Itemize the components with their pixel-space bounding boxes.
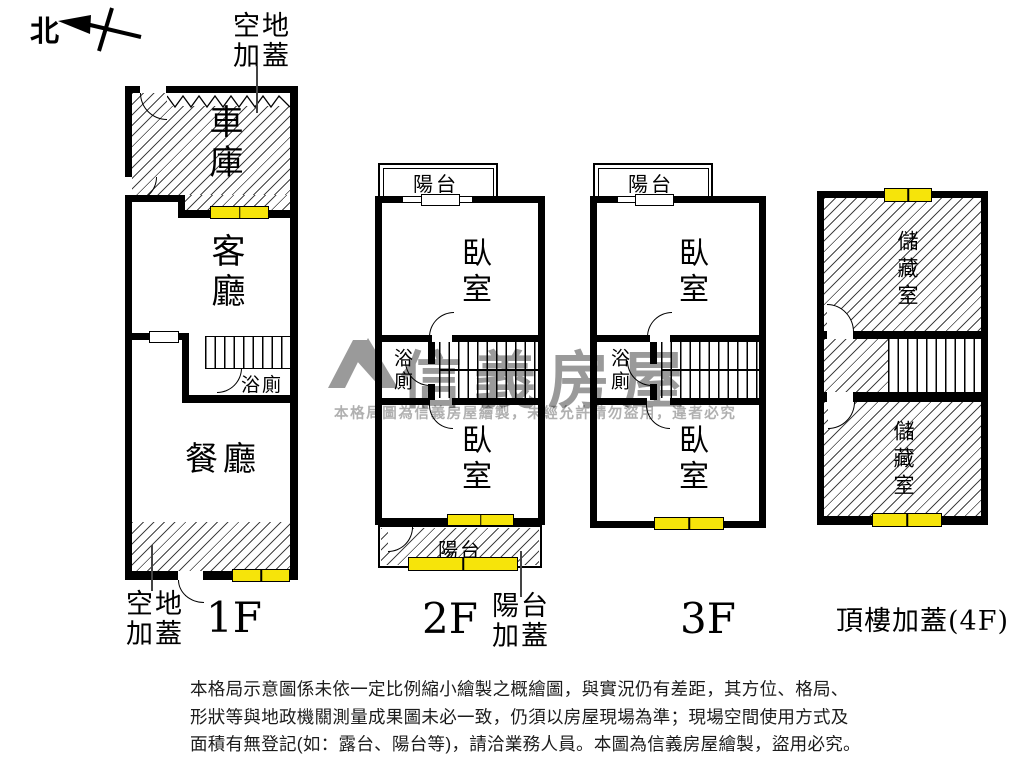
- annex-line: 空地: [126, 589, 184, 620]
- wall: [590, 196, 597, 528]
- window: [635, 194, 674, 206]
- leader-line: [520, 551, 522, 597]
- disclaimer-line: 形狀等與地政機關測量成果圖未必一致，仍須以房屋現場為準；現場空間使用方式及: [190, 706, 849, 727]
- annex-line: 加蓋: [233, 41, 291, 72]
- wall: [817, 392, 988, 402]
- annex-line: 陽台: [492, 591, 550, 622]
- stair-landing-line: [661, 369, 759, 371]
- sinyi-logo-icon: [328, 338, 398, 388]
- door-gap: [650, 364, 657, 384]
- living-room-label: 客廳: [205, 233, 245, 313]
- wall: [375, 335, 432, 342]
- floor-1-plan: 車庫 客廳 浴廁 餐廳: [125, 86, 298, 603]
- wall: [375, 398, 430, 405]
- door-gap: [140, 86, 166, 93]
- door-gap: [827, 392, 853, 402]
- wall: [182, 333, 189, 395]
- wall: [817, 191, 824, 525]
- window: [408, 557, 518, 571]
- f1-top-annex-label: 空地 加蓋: [233, 12, 291, 72]
- stairs: [888, 339, 981, 392]
- door-gap: [827, 331, 853, 339]
- bedroom2-label: 臥室: [456, 424, 491, 496]
- window: [872, 513, 942, 527]
- bath-label: 浴廁: [608, 348, 630, 394]
- bath-label: 浴廁: [391, 348, 413, 394]
- leader-line: [256, 66, 258, 113]
- wall: [125, 571, 298, 580]
- wall: [670, 398, 766, 405]
- storage2-hatch: [824, 402, 981, 516]
- stairs: [439, 342, 538, 398]
- door-gap: [178, 571, 203, 580]
- yard-hatch: [132, 522, 290, 571]
- wall: [670, 335, 766, 342]
- window: [884, 188, 932, 202]
- watermark-brand: 信義房屋: [400, 347, 697, 416]
- wall: [759, 196, 766, 528]
- wall: [817, 331, 988, 339]
- north-label: 北: [30, 14, 60, 48]
- north-arrow-icon: [58, 7, 142, 52]
- stairs: [205, 336, 290, 369]
- bedroom1-label: 臥室: [456, 237, 491, 309]
- floor-3-plan: 陽台 臥室 浴廁 臥室: [590, 163, 766, 535]
- wall: [538, 196, 545, 525]
- wall: [452, 398, 545, 405]
- annex-line: 空地: [233, 11, 291, 42]
- window: [210, 206, 269, 219]
- floor-1-label: 1F: [206, 593, 262, 642]
- annex-line: 加蓋: [492, 621, 550, 652]
- f1-bottom-annex-label: 空地 加蓋: [126, 590, 184, 650]
- window: [232, 569, 290, 582]
- wall: [590, 335, 650, 342]
- wall: [590, 196, 766, 203]
- f2-annex-label: 陽台 加蓋: [492, 592, 550, 652]
- stair-landing-line: [439, 369, 538, 371]
- wall: [182, 395, 298, 403]
- door-gap: [428, 364, 435, 384]
- annex-line: 加蓋: [126, 619, 184, 650]
- wall: [981, 191, 988, 525]
- wall: [125, 86, 298, 93]
- leader-line: [151, 545, 153, 591]
- bedroom1-label: 臥室: [673, 237, 708, 309]
- door-arc: [217, 368, 242, 393]
- floor-2-label: 2F: [422, 594, 478, 643]
- wall: [290, 86, 298, 580]
- wall: [590, 398, 647, 405]
- window: [654, 517, 724, 530]
- storage1-hatch: [824, 198, 981, 331]
- disclaimer-line: 本格局示意圖係未依一定比例縮小繪製之概繪圖，與實況仍有差距，其方位、格局、: [190, 679, 849, 699]
- floor-4-label: 頂樓加蓋(4F): [836, 606, 1009, 637]
- wall: [125, 195, 185, 202]
- window: [421, 194, 460, 206]
- storage1-label: 儲藏室: [895, 230, 919, 311]
- wall: [178, 195, 185, 218]
- zigzag-boundary: [166, 93, 291, 109]
- door-gap: [125, 177, 132, 199]
- disclaimer-text: 本格局示意圖係未依一定比例縮小繪製之概繪圖，與實況仍有差距，其方位、格局、 形狀…: [190, 676, 861, 759]
- garage-room-label: 車庫: [203, 104, 243, 184]
- bath-label: 浴廁: [241, 374, 284, 396]
- window: [149, 331, 179, 343]
- bedroom2-label: 臥室: [673, 424, 708, 496]
- balcony-label: 陽台: [413, 172, 459, 196]
- wall: [452, 335, 545, 342]
- storage2-label: 儲藏室: [891, 420, 915, 501]
- floor-4-plan: 儲藏室 儲藏室: [817, 188, 988, 527]
- balcony-label: 陽台: [628, 172, 674, 196]
- disclaimer-line: 面積有無登記(如：露台、陽台等)，請洽業務人員。本圖為信義房屋繪製，盜用必究。: [190, 734, 861, 754]
- dining-room-label: 餐廳: [185, 439, 261, 478]
- stairs: [661, 342, 759, 398]
- watermark-notice: 本格局圖為信義房屋繪製，未經允許請勿盜用，違者必究: [334, 406, 737, 422]
- floor-3-label: 3F: [680, 594, 736, 643]
